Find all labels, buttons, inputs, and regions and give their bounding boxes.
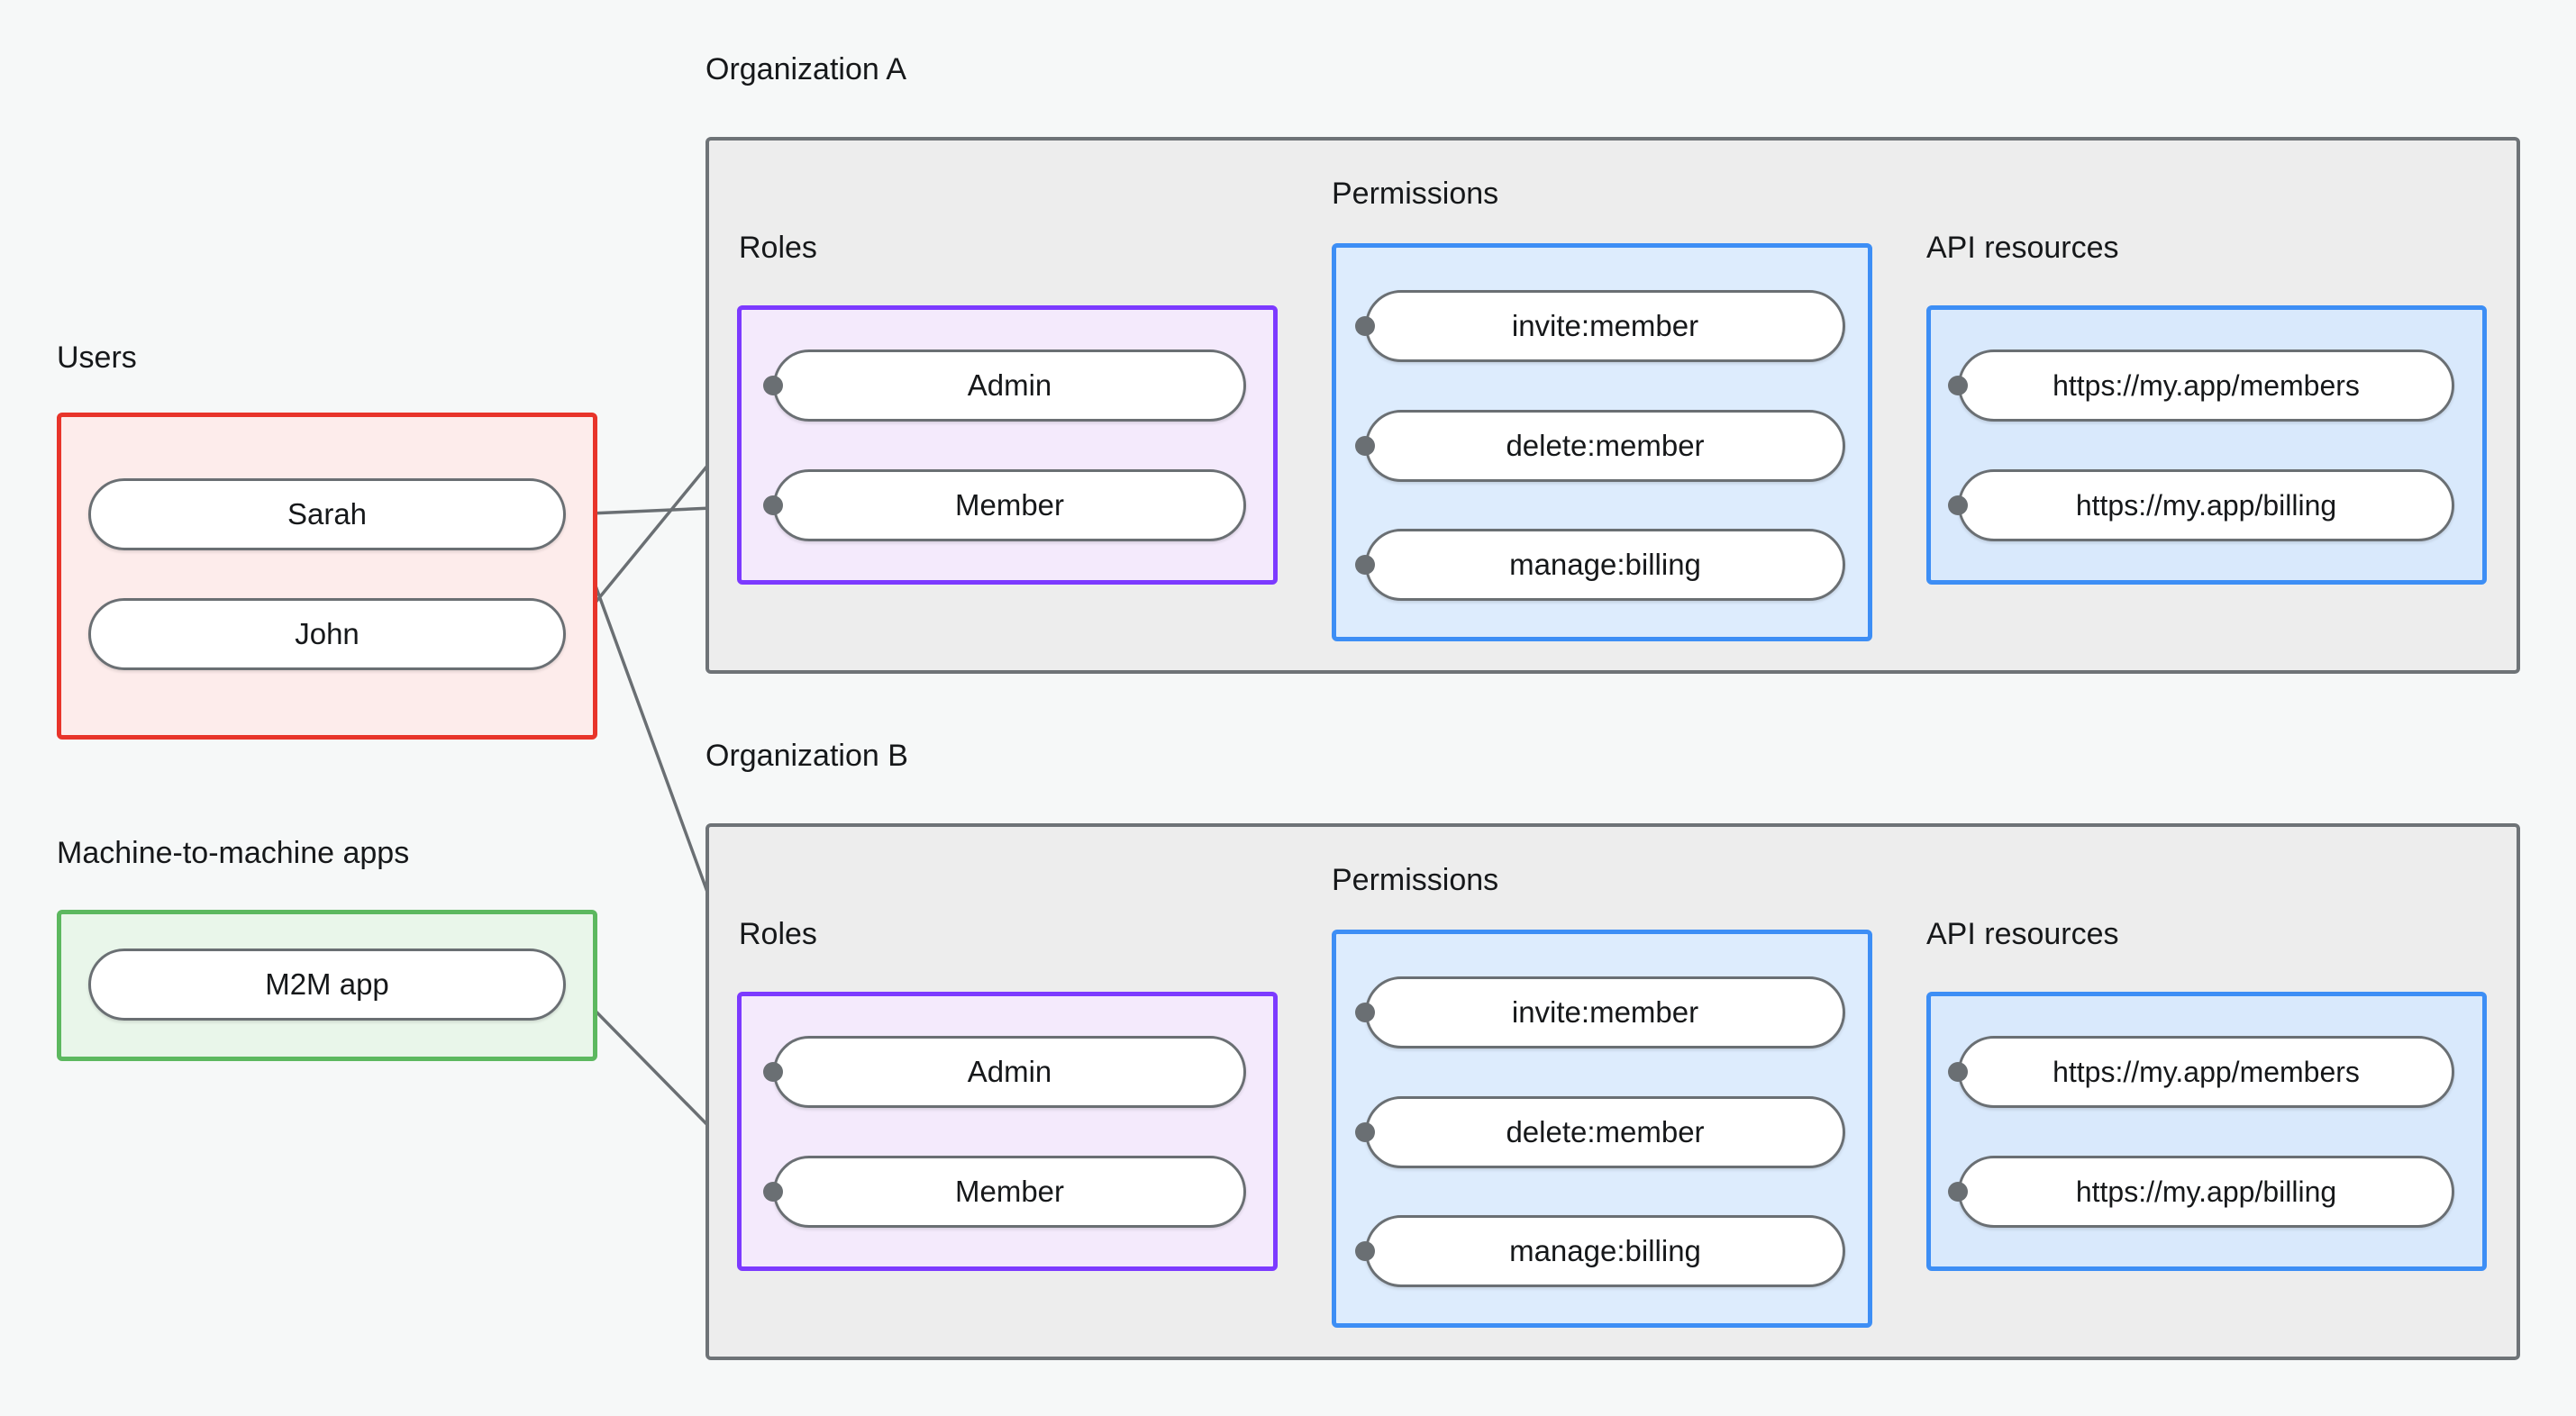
org-b-caption: Organization B: [705, 739, 908, 773]
permission-node-manage-billing[interactable]: manage:billing: [1365, 1215, 1845, 1287]
edge-dot: [1355, 1241, 1375, 1261]
edge-dot: [1948, 495, 1968, 515]
api-resource-node-label: https://my.app/billing: [2075, 488, 2337, 522]
api-resource-node-label: https://my.app/billing: [2075, 1175, 2337, 1208]
edge-dot: [1948, 1182, 1968, 1202]
permission-node-label: invite:member: [1511, 309, 1699, 342]
role-node-admin[interactable]: Admin: [773, 349, 1246, 422]
permission-node-manage-billing[interactable]: manage:billing: [1365, 529, 1845, 601]
permission-node-label: manage:billing: [1509, 548, 1701, 581]
api-resource-node-billing[interactable]: https://my.app/billing: [1958, 469, 2454, 541]
permission-node-label: invite:member: [1511, 995, 1699, 1029]
m2m-app-node[interactable]: M2M app: [88, 949, 566, 1021]
role-node-label: Admin: [967, 368, 1052, 402]
api-resource-node-members[interactable]: https://my.app/members: [1958, 1036, 2454, 1108]
permission-node-invite-member[interactable]: invite:member: [1365, 976, 1845, 1048]
permission-node-delete-member[interactable]: delete:member: [1365, 1096, 1845, 1168]
users-caption: Users: [57, 340, 137, 375]
api-resource-node-members[interactable]: https://my.app/members: [1958, 349, 2454, 422]
edge-dot: [763, 1182, 783, 1202]
org-b-permissions-caption: Permissions: [1332, 863, 1499, 897]
org-a-permissions-caption: Permissions: [1332, 177, 1499, 211]
edge-dot: [763, 1062, 783, 1082]
edge-dot: [1355, 436, 1375, 456]
user-node-sarah[interactable]: Sarah: [88, 478, 566, 550]
role-node-label: Member: [954, 1175, 1065, 1208]
org-a-roles-caption: Roles: [739, 231, 817, 265]
edge-dot: [1355, 1122, 1375, 1142]
user-node-label: John: [295, 617, 360, 650]
role-node-member[interactable]: Member: [773, 469, 1246, 541]
org-a-caption: Organization A: [705, 52, 907, 86]
m2m-caption: Machine-to-machine apps: [57, 836, 410, 870]
permission-node-invite-member[interactable]: invite:member: [1365, 290, 1845, 362]
users-container: [57, 413, 597, 740]
edge-dot: [763, 376, 783, 395]
permission-node-label: delete:member: [1506, 429, 1705, 462]
edge-dot: [763, 495, 783, 515]
role-node-label: Member: [954, 488, 1065, 522]
api-resource-node-label: https://my.app/members: [2053, 368, 2360, 402]
role-node-admin[interactable]: Admin: [773, 1036, 1246, 1108]
permission-node-label: delete:member: [1506, 1115, 1705, 1148]
edge-dot: [1948, 1062, 1968, 1082]
api-resource-node-label: https://my.app/members: [2053, 1055, 2360, 1088]
edge-dot: [1355, 1003, 1375, 1022]
role-node-member[interactable]: Member: [773, 1156, 1246, 1228]
permission-node-label: manage:billing: [1509, 1234, 1701, 1267]
org-b-api-caption: API resources: [1926, 917, 2119, 951]
user-node-john[interactable]: John: [88, 598, 566, 670]
api-resource-node-billing[interactable]: https://my.app/billing: [1958, 1156, 2454, 1228]
user-node-label: Sarah: [287, 497, 368, 531]
edge-dot: [1948, 376, 1968, 395]
org-b-roles-caption: Roles: [739, 917, 817, 951]
m2m-app-node-label: M2M app: [265, 967, 389, 1001]
edge-dot: [1355, 555, 1375, 575]
role-node-label: Admin: [967, 1055, 1052, 1088]
permission-node-delete-member[interactable]: delete:member: [1365, 410, 1845, 482]
org-a-api-caption: API resources: [1926, 231, 2119, 265]
edge-dot: [1355, 316, 1375, 336]
